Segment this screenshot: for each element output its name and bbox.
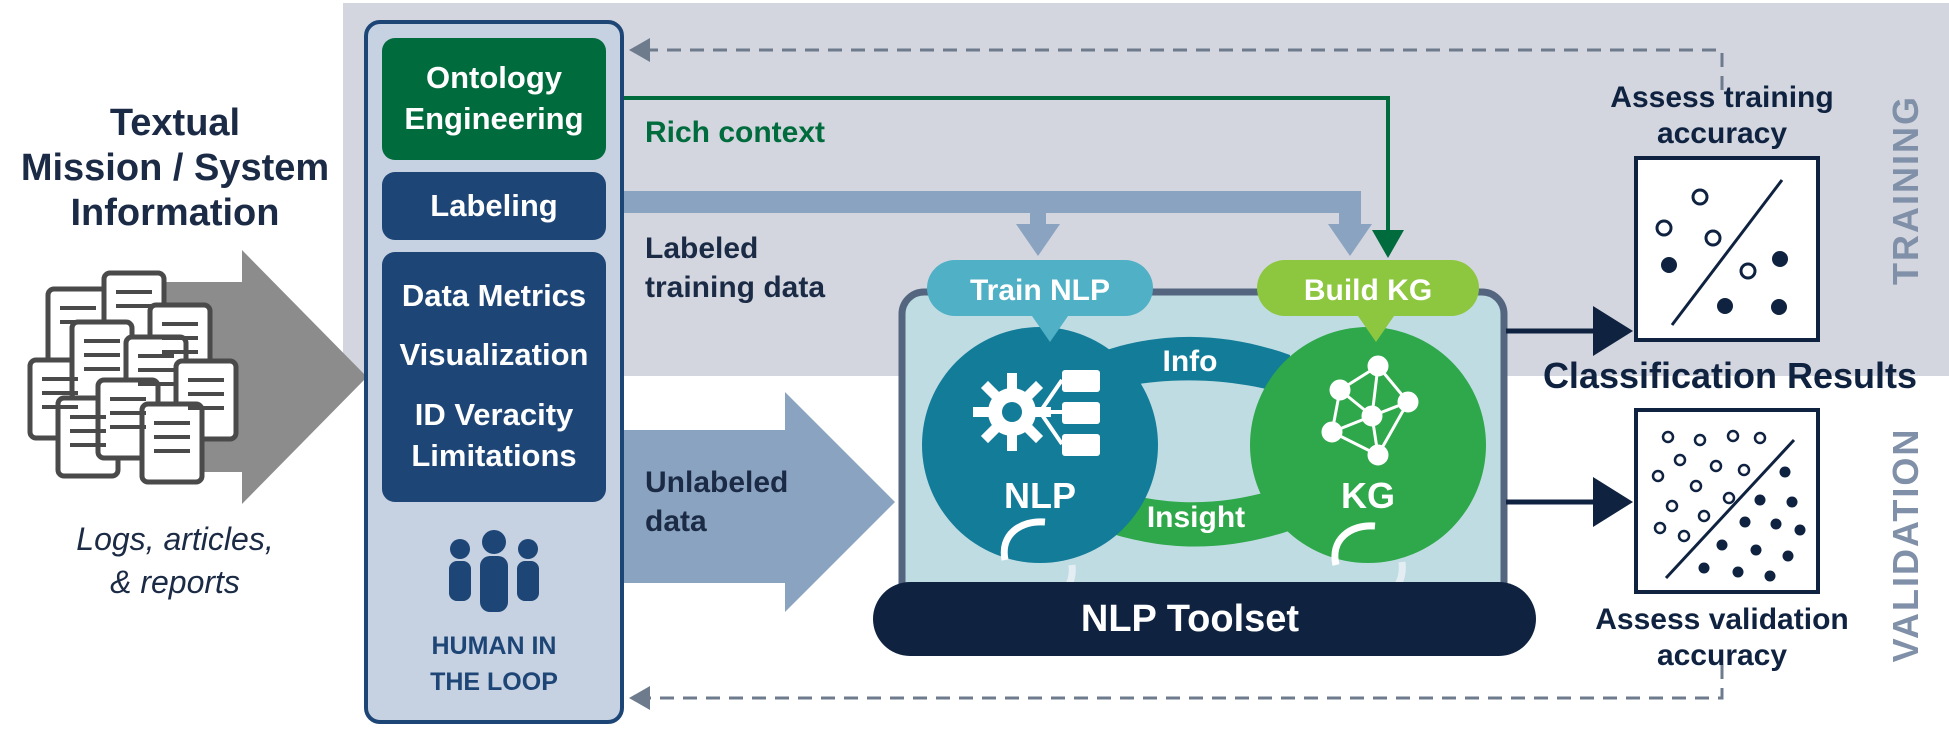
hitl-line-1: HUMAN IN [432,632,557,660]
insight-label: Insight [1147,501,1245,534]
nlp-toolset-label: NLP Toolset [1081,598,1300,640]
nlp-cycle-arrow-1 [1000,518,1046,561]
kg-circle[interactable] [1250,327,1486,563]
ontology-line-1: Ontology [426,60,563,95]
classification-results-label: Classification Results [1543,355,1917,396]
labeling-box[interactable] [382,172,606,240]
input-title-line-2: Mission / System [21,147,329,189]
labeled-label-line-1: Labeled [645,232,758,265]
ontology-line-2: Engineering [404,101,583,136]
gear-network-icon [973,370,1100,456]
rich-context-arrow [608,96,1404,258]
train-nlp-arrowhead [1016,224,1060,256]
train-nlp-tab[interactable] [927,260,1153,342]
people-group-icon [449,530,539,612]
metrics-item-3: ID Veracity [415,397,574,432]
unlabeled-arrow [608,392,895,612]
metrics-item-2: Visualization [400,337,589,372]
validation-side-label: VALIDATION [1885,428,1926,663]
metrics-item-4: Limitations [411,438,576,473]
build-kg-arrowhead [1328,224,1372,256]
training-side-label: TRAINING [1885,95,1926,285]
training-assess-line-1: Assess training [1610,81,1833,114]
rich-context-label: Rich context [645,116,825,149]
nlp-label: NLP [1004,475,1076,516]
data-metrics-box[interactable] [382,252,606,502]
insight-band [1100,484,1292,547]
training-scatter-plot [1634,156,1820,342]
info-label: Info [1163,345,1218,378]
labeled-data-connector [608,191,1361,226]
input-caption-line-1: Logs, articles, [76,521,273,557]
build-kg-label: Build KG [1304,274,1432,307]
nlp-toolset-bar[interactable] [873,582,1536,656]
input-title-line-1: Textual [110,102,240,144]
validation-feedback-line [629,665,1724,710]
kg-cycle-arrow-1 [1331,522,1376,566]
knowledge-graph-icon [1321,355,1419,466]
metrics-item-1: Data Metrics [402,278,586,313]
documents-stack-icon [27,270,239,485]
build-kg-tab[interactable] [1257,260,1479,342]
unlabeled-label-line-2: data [645,505,707,538]
input-title-line-3: Information [71,192,280,234]
training-assess-line-2: accuracy [1657,117,1787,150]
hitl-line-2: THE LOOP [430,668,558,696]
nlp-circle[interactable] [922,327,1158,563]
validation-assess-line-2: accuracy [1657,639,1787,672]
input-caption-line-2: & reports [110,564,240,600]
validation-assess-line-1: Assess validation [1595,603,1848,636]
kg-label: KG [1341,475,1395,516]
ontology-engineering-box[interactable] [382,38,606,160]
train-nlp-label: Train NLP [970,274,1110,307]
training-feedback-line [629,38,1724,90]
validation-scatter-plot [1634,408,1820,594]
labeled-label-line-2: training data [645,271,825,304]
labeling-label: Labeling [430,188,557,223]
unlabeled-label-line-1: Unlabeled [645,466,788,499]
